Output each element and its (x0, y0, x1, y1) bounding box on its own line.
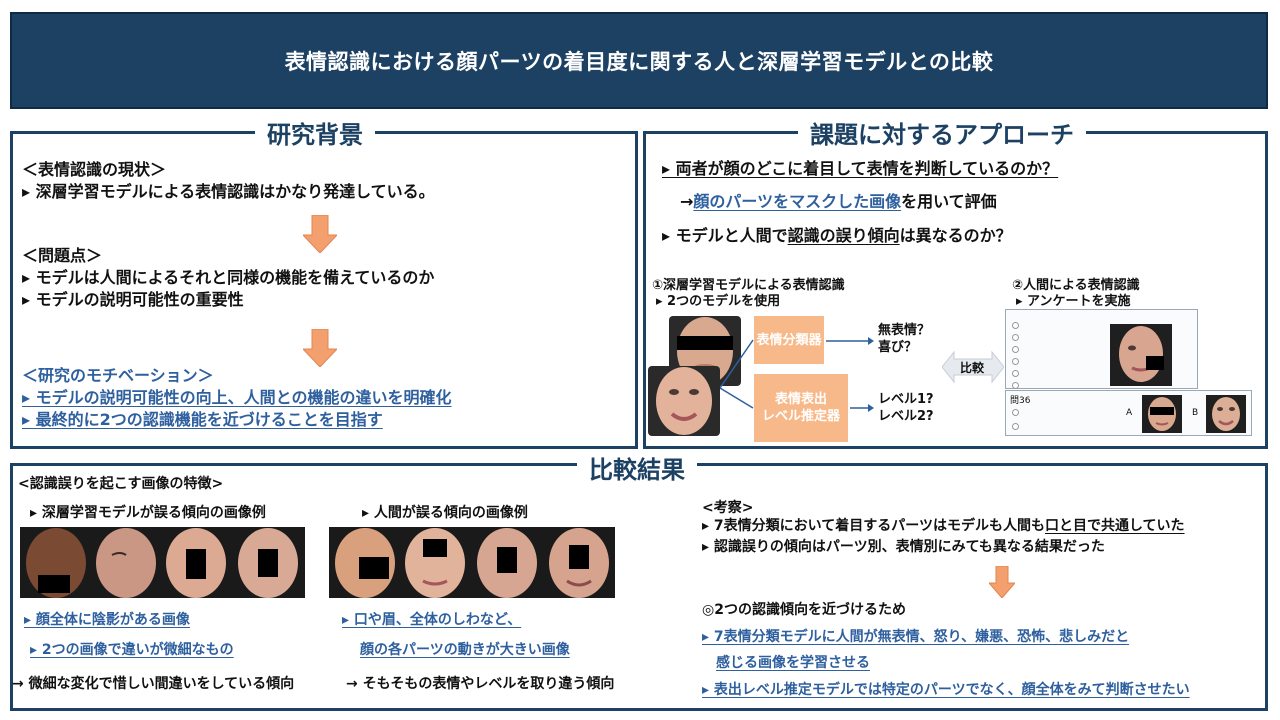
level-estimator-label-2: レベル推定器 (761, 409, 840, 424)
dl-point-1: ▸ 顔全体に陰影がある画像 (24, 612, 190, 628)
human-recognition-title: ②人間による表情認識 (1012, 278, 1140, 293)
background-panel (10, 131, 638, 449)
human-recognition-sub: ▸ アンケートを実施 (1016, 294, 1131, 309)
human-point-1: ▸ 口や眉、全体のしわなど、 (342, 612, 522, 628)
survey-option-a: A (1126, 408, 1133, 418)
motivation-label: ＜研究のモチベーション＞ (22, 366, 214, 385)
face-strip-human (329, 527, 615, 598)
current-label: ＜表情認識の現状＞ (22, 160, 167, 179)
compare-label: 比較 (960, 361, 985, 375)
motivation-item-1: ▸ モデルの説明可能性の向上、人間との機能の違いを明確化 (22, 388, 452, 407)
face-image (1142, 395, 1182, 433)
face-image (1110, 324, 1172, 386)
branch-lines (720, 339, 754, 409)
dl-error-title: ▸ 深層学習モデルが誤る傾向の画像例 (30, 505, 266, 521)
discussion-1-underlined: 口と目で共通していた (1044, 518, 1185, 534)
answer-highlight: 顔のパーツをマスクした画像 (693, 192, 902, 211)
arrow-down-icon (989, 566, 1015, 598)
discussion-1: ▸ 7表情分類において着目するパーツはモデルも人間も口と目で共通していた (702, 516, 1185, 536)
q2-pre: ▸ モデルと人間で (662, 226, 788, 245)
discussion-2: ▸ 認識誤りの傾向はパーツ別、表情別にみても異なる結果だった (702, 539, 1105, 555)
level-estimator-box: 表情表出 レベル推定器 (754, 374, 848, 442)
dl-point-2: ▸ 2つの画像で違いが微細なもの (30, 642, 234, 658)
background-heading: 研究背景 (255, 121, 375, 149)
arrow-down-icon (303, 215, 337, 253)
human-point-2: 顔の各パーツの動きが大きい画像 (360, 642, 570, 658)
current-item: ▸ 深層学習モデルによる表情認識はかなり発達している。 (22, 182, 435, 201)
compare-arrow: 比較 (942, 350, 1004, 384)
face-image (648, 366, 720, 436)
arrow-right-icon (850, 404, 874, 412)
survey-screenshot-1 (1005, 309, 1198, 389)
survey-screenshot-2: 問36 A B (1005, 390, 1252, 436)
proposal-1a: ▸ 7表情分類モデルに人間が無表情、怒り、嫌悪、恐怖、悲しみだと (702, 629, 1130, 645)
proposal-2: ▸ 表出レベル推定モデルでは特定のパーツでなく、顔全体をみて判断させたい (702, 682, 1190, 698)
level-estimator-label-1: 表情表出 (774, 392, 827, 407)
arrow-down-icon (303, 329, 337, 367)
classifier-label: 表情分類器 (756, 332, 822, 348)
page-title: 表情認識における顔パーツの着目度に関する人と深層学習モデルとの比較 (284, 49, 994, 74)
q2-post: は異なるのか？ (899, 226, 1012, 245)
problem-item-1: ▸ モデルは人間によるそれと同様の機能を備えているのか (22, 268, 435, 287)
dl-recognition-title: ①深層学習モデルによる表情認識 (652, 278, 845, 293)
dl-conclusion: → 微細な変化で惜しい間違いをしている傾向 (12, 676, 295, 692)
answer-rest: を用いて評価 (901, 192, 997, 211)
human-error-title: ▸ 人間が誤る傾向の画像例 (362, 505, 528, 521)
classifier-output-1: 無表情？ (878, 323, 931, 338)
approach-answer-1: →顔のパーツをマスクした画像を用いて評価 (680, 192, 997, 212)
face-image (1206, 395, 1246, 433)
discussion-1-pre: ▸ 7表情分類において着目するパーツはモデルも人間も (702, 518, 1045, 534)
human-conclusion: → そもそもの表情やレベルを取り違う傾向 (346, 676, 615, 692)
approach-question-2: ▸ モデルと人間で認識の誤り傾向は異なるのか？ (662, 226, 1012, 246)
q2-underlined: 認識の誤り傾向 (787, 226, 900, 245)
answer-arrow: → (680, 192, 694, 211)
proposal-label: ◎2つの認識傾向を近づけるため (702, 602, 906, 618)
approach-heading: 課題に対するアプローチ (798, 121, 1086, 149)
approach-question-1: ▸ 両者が顔のどこに着目して表情を判断しているのか？ (662, 159, 1059, 178)
motivation-item-2: ▸ 最終的に2つの認識機能を近づけることを目指す (22, 410, 383, 429)
level-output-2: レベル2? (878, 409, 934, 424)
dl-recognition-sub: ▸ 2つのモデルを使用 (656, 294, 781, 309)
level-output-1: レベル1? (878, 392, 934, 407)
problem-item-2: ▸ モデルの説明可能性の重要性 (22, 290, 244, 309)
discussion-label: <考察> (702, 500, 754, 516)
results-heading: 比較結果 (577, 456, 697, 484)
classifier-output-2: 喜び？ (878, 340, 918, 355)
title-bar: 表情認識における顔パーツの着目度に関する人と深層学習モデルとの比較 (10, 12, 1268, 109)
problem-label: ＜問題点＞ (22, 246, 103, 265)
survey-option-b: B (1192, 408, 1199, 418)
survey-question: 問36 (1010, 396, 1031, 406)
classifier-box: 表情分類器 (754, 316, 824, 364)
arrow-right-icon (826, 337, 874, 345)
face-strip-dl (20, 527, 305, 598)
proposal-1b: 感じる画像を学習させる (716, 655, 870, 671)
features-label: <認識誤りを起こす画像の特徴> (18, 476, 224, 492)
